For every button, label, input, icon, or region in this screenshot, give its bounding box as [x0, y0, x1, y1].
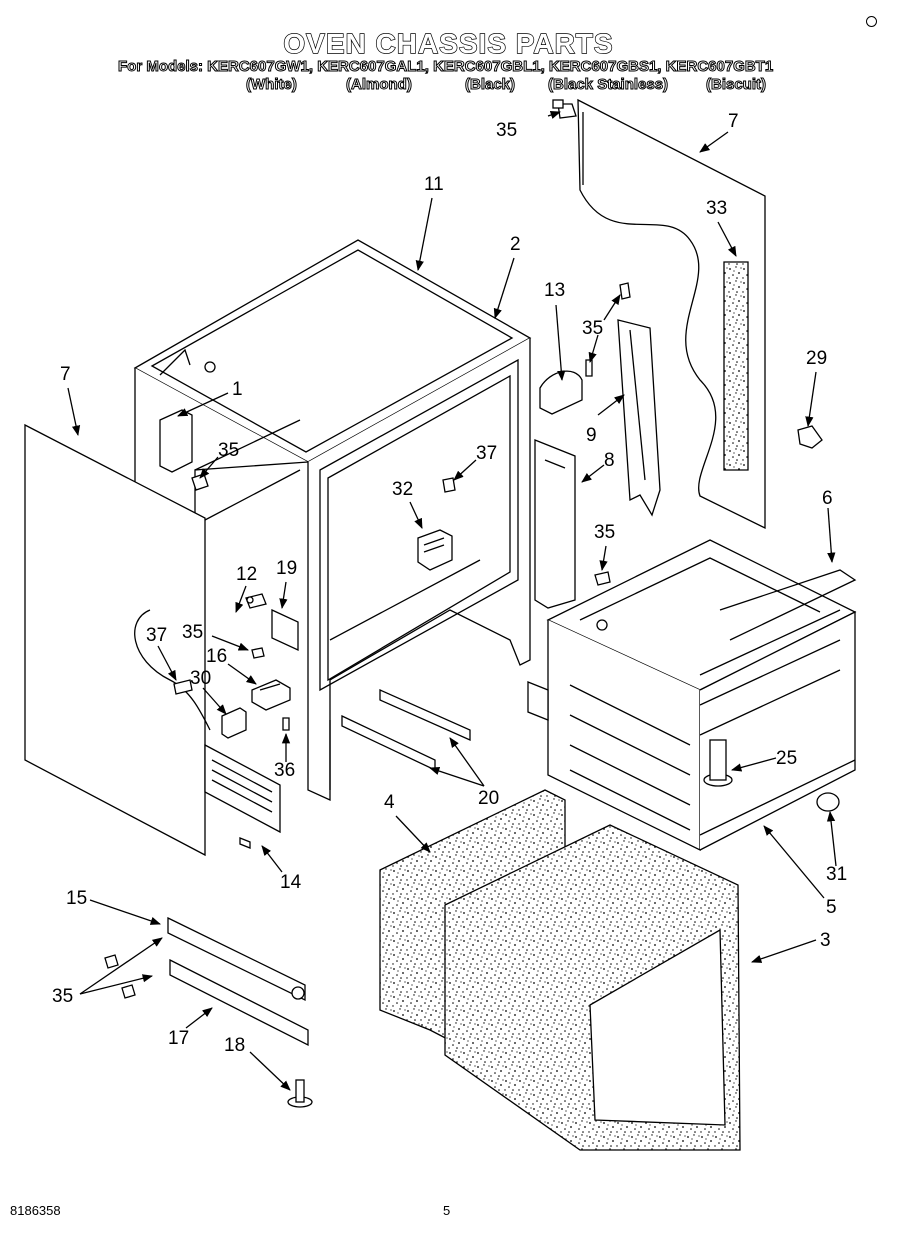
page-title: OVEN CHASSIS PARTS [283, 27, 614, 59]
callout-35: 35 [182, 622, 203, 643]
bracket-part-1 [159, 409, 193, 473]
bracket-part-8 [534, 439, 576, 609]
callout-3: 3 [820, 930, 831, 951]
callout-19: 19 [276, 558, 297, 579]
models-line: For Models: KERC607GW1, KERC607GAL1, KER… [117, 58, 774, 76]
callout-8: 8 [604, 450, 615, 471]
callout-35: 35 [52, 986, 73, 1007]
callout-labels: 35 7 11 2 33 13 35 29 9 1 7 35 37 8 32 6… [52, 111, 847, 1056]
callout-1: 1 [232, 379, 243, 400]
leader-lines [67, 111, 837, 1091]
color-white: (White) [246, 76, 298, 94]
callout-17: 17 [168, 1028, 189, 1049]
guard-part-13 [539, 370, 583, 415]
callout-29: 29 [806, 348, 827, 369]
relay-part-30 [221, 707, 247, 739]
screw-35-part8 [594, 571, 611, 586]
callout-15: 15 [66, 888, 87, 909]
screw-37-center [442, 477, 456, 493]
callout-37: 37 [476, 443, 497, 464]
control-board-part-14 [204, 743, 281, 849]
screw-35-part13 [585, 359, 593, 377]
rear-panel-part-7 [577, 98, 766, 530]
callout-35: 35 [594, 522, 615, 543]
callout-37: 37 [146, 625, 167, 646]
corner-mark [866, 16, 877, 27]
transformer-part-32 [417, 529, 453, 571]
callout-2: 2 [510, 234, 521, 255]
color-black: (Black) [464, 76, 516, 94]
color-almond: (Almond) [346, 76, 413, 94]
plug-part-31 [816, 792, 840, 812]
side-panel-part-7 [24, 423, 206, 857]
callout-6: 6 [822, 488, 833, 509]
bracket-part-9 [617, 319, 661, 517]
terminal-block-part-16 [251, 679, 291, 711]
callout-16: 16 [206, 646, 227, 667]
callout-18: 18 [224, 1035, 245, 1056]
screw-35-top [552, 99, 577, 119]
callout-7: 7 [728, 111, 739, 132]
callout-11: 11 [424, 174, 444, 195]
callout-35: 35 [496, 120, 517, 141]
color-black-stainless: (Black Stainless) [547, 76, 669, 94]
leveling-leg-part-18 [287, 1079, 313, 1108]
insulation-strip-part-33 [723, 261, 749, 471]
screw-35-bottom [104, 954, 136, 999]
color-biscuit: (Biscuit) [706, 76, 767, 94]
callout-9: 9 [586, 425, 597, 446]
callout-20: 20 [478, 788, 499, 809]
rails-part-20 [341, 688, 471, 772]
callout-13: 13 [544, 280, 565, 301]
rail-part-17 [169, 958, 309, 1047]
screw-36 [282, 717, 290, 731]
knob-part-29 [797, 425, 823, 449]
switch-part-12 [245, 593, 267, 609]
callout-31: 31 [826, 864, 847, 885]
callout-35: 35 [582, 318, 603, 339]
callout-30: 30 [190, 668, 211, 689]
callout-36: 36 [274, 760, 295, 781]
doc-number: 8186358 [10, 1203, 61, 1218]
screw-35-mid [251, 647, 265, 659]
callout-35: 35 [218, 440, 239, 461]
rail-part-15 [167, 916, 306, 1002]
callout-12: 12 [236, 564, 257, 585]
bracket-part-19 [271, 608, 299, 652]
oven-liner-part-6 [527, 539, 857, 852]
callout-14: 14 [280, 872, 302, 893]
callout-5: 5 [826, 897, 837, 918]
callout-32: 32 [392, 479, 413, 500]
callout-25: 25 [776, 748, 797, 769]
bake-element-part-25 [703, 739, 733, 787]
cabinet-frame-part-11 [133, 239, 532, 802]
page-number: 5 [443, 1203, 451, 1218]
callout-7: 7 [60, 364, 71, 385]
screw-35-part9 [619, 282, 631, 300]
insulation-part-3 [444, 824, 741, 1151]
callout-4: 4 [384, 792, 395, 813]
callout-33: 33 [706, 198, 727, 219]
